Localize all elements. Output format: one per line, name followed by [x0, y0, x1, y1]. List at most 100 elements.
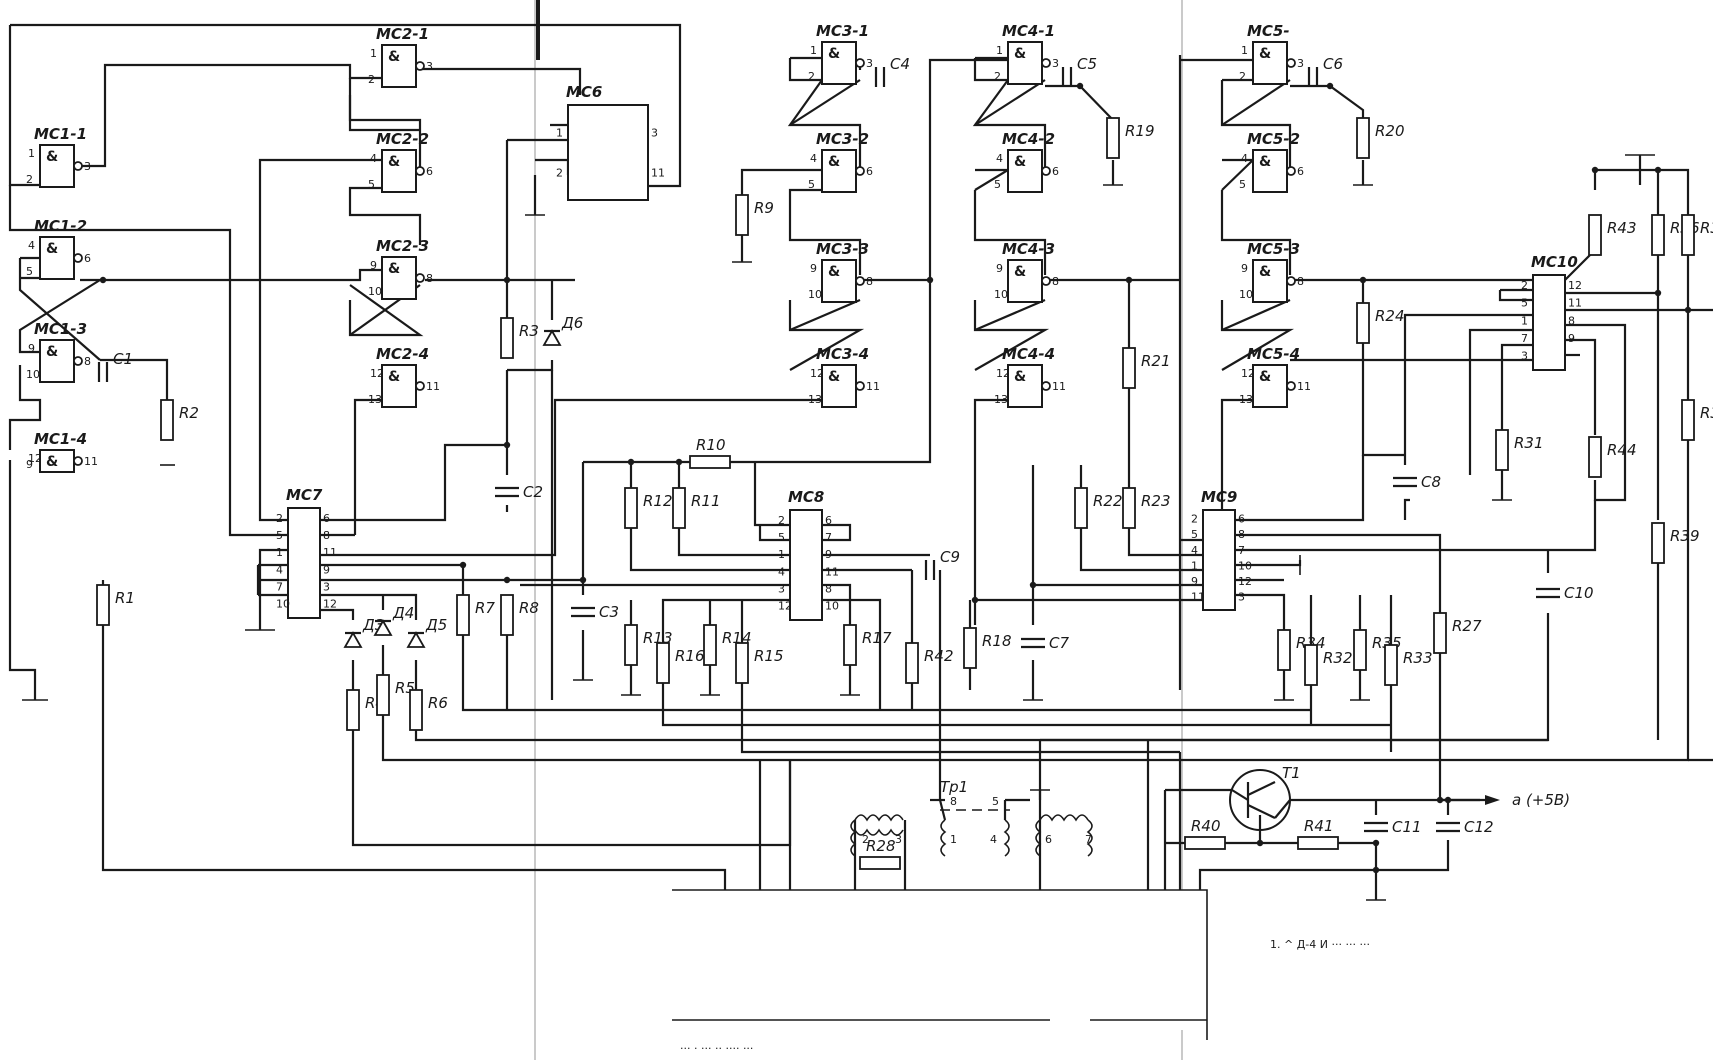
pin-number: 11: [651, 166, 665, 179]
junction-dot: [675, 458, 683, 466]
pin-number: 5: [1239, 178, 1246, 191]
logic-gate: &MC5-123: [1239, 22, 1304, 85]
gate-label: MC5-4: [1247, 345, 1300, 363]
capacitor-label: C6: [1323, 55, 1343, 73]
pin-number: 12: [370, 367, 384, 380]
capacitor-label: C7: [1049, 634, 1069, 652]
resistor: R24: [1356, 302, 1405, 344]
resistor: R32: [1304, 644, 1353, 686]
pin-number: 7: [825, 531, 832, 544]
pin-number: 11: [426, 380, 440, 393]
resistor-label: R7: [475, 599, 495, 617]
gate-symbol: &: [1014, 154, 1026, 170]
chip-body: [789, 509, 823, 621]
output-terminal: a (+5B): [1440, 791, 1570, 809]
resistor-body: [409, 689, 423, 731]
resistor-label: R16: [675, 647, 705, 665]
capacitor: C4: [874, 55, 910, 87]
inverter-bubble: [73, 161, 83, 171]
resistor: R44: [1588, 436, 1637, 478]
resistor-body: [1122, 487, 1136, 529]
capacitor-label: C1: [113, 350, 133, 368]
resistor-body: [1122, 347, 1136, 389]
gate-symbol: &: [828, 46, 840, 62]
capacitor: C2: [495, 483, 543, 501]
gate-symbol: &: [46, 241, 58, 257]
diode-triangle: [343, 631, 363, 648]
junction-dot: [1372, 839, 1380, 847]
resistor-body: [703, 624, 717, 666]
pin-number: 11: [825, 565, 839, 578]
resistor: R40: [1184, 817, 1226, 850]
pin-number: 5: [276, 529, 283, 542]
pin-number: 2: [778, 514, 785, 527]
resistor-label: R40: [1191, 817, 1221, 835]
resistor-label: R33: [1403, 649, 1433, 667]
pin-number: 12: [1568, 279, 1582, 292]
transformer-pin: 1: [950, 833, 957, 846]
pin-number: 4: [370, 152, 377, 165]
pin-number: 12: [1238, 575, 1252, 588]
pin-number: 4: [276, 563, 283, 576]
resistor: R39: [1651, 522, 1700, 564]
resistor: R14: [703, 624, 752, 666]
gate-body: [821, 364, 857, 408]
junction-dot: [627, 458, 635, 466]
resistor-body: [1353, 629, 1367, 671]
resistor: R31: [1495, 429, 1544, 471]
resistor-body: [1433, 612, 1447, 654]
transformer-pin: 2: [862, 833, 869, 846]
resistor-label: R28: [866, 837, 896, 855]
capacitor: C12: [1436, 818, 1494, 836]
resistor-label: R11: [691, 492, 721, 510]
transformer-pin: 8: [950, 795, 957, 808]
diode: Д6: [542, 314, 583, 346]
resistor: R7: [456, 594, 495, 636]
gate-label: MC5-2: [1247, 130, 1300, 148]
gate-label: MC3-2: [816, 130, 869, 148]
pin-number: 5: [778, 531, 785, 544]
inverter-bubble: [855, 166, 865, 176]
resistor-body: [1106, 117, 1120, 159]
resistor-label: R8: [519, 599, 539, 617]
chip-label: MC10: [1531, 253, 1578, 271]
gate-body: [821, 41, 857, 85]
pin-number: 9: [996, 262, 1003, 275]
gate-label: MC1-1: [34, 125, 87, 143]
resistor: R12: [624, 487, 673, 529]
pin-number: 2: [368, 73, 375, 86]
inverter-bubble: [73, 356, 83, 366]
resistor-body: [1277, 629, 1291, 671]
pin-number: 7: [276, 581, 283, 594]
resistor: R15: [735, 642, 784, 684]
capacitor: C9: [924, 548, 960, 580]
chip-body: [1532, 274, 1566, 371]
pin-number: 4: [810, 152, 817, 165]
resistor-body: [656, 642, 670, 684]
resistor-label: R3: [1700, 219, 1713, 237]
gate-body: [381, 44, 417, 88]
pin-number: 8: [426, 272, 433, 285]
resistor-body: [1651, 214, 1665, 256]
capacitor: C7: [1021, 634, 1069, 652]
resistor-label: R43: [1607, 219, 1637, 237]
gate-label: MC2-4: [376, 345, 429, 363]
resistor: R11: [672, 487, 721, 529]
pin-number: 5: [994, 178, 1001, 191]
pin-number: 5: [1191, 528, 1198, 541]
junction-dot: [971, 596, 979, 604]
junction-dot: [1436, 796, 1444, 804]
pin-number: 8: [1297, 275, 1304, 288]
resistor-body: [735, 642, 749, 684]
pin-number: 6: [825, 514, 832, 527]
capacitor: C5: [1061, 55, 1097, 87]
transformer-pin: 6: [1045, 833, 1052, 846]
capacitor-label: C11: [1392, 818, 1422, 836]
resistor-body: [1184, 836, 1226, 850]
resistor-label: R39: [1670, 527, 1700, 545]
